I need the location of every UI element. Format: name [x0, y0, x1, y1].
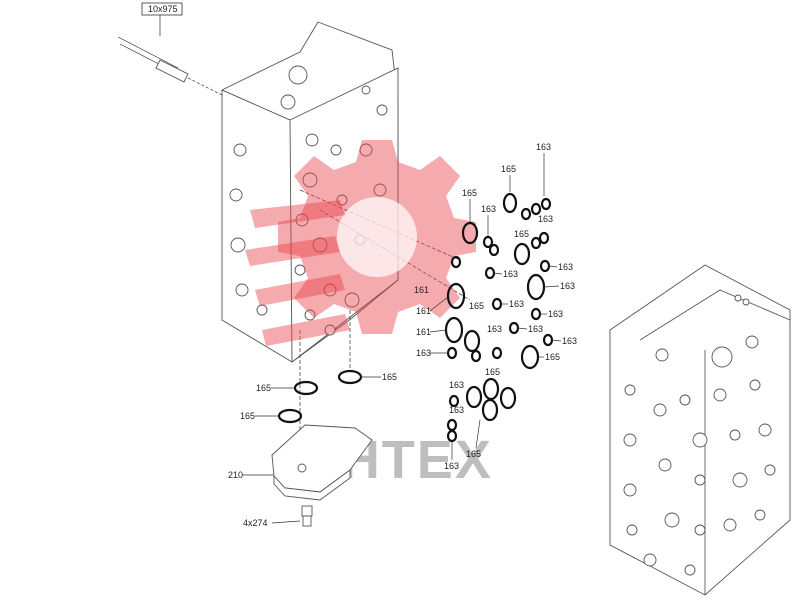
label-163: 163	[449, 405, 464, 415]
label-163: 163	[536, 142, 551, 152]
label-165: 165	[545, 352, 560, 362]
label-161: 161	[414, 285, 429, 295]
label-161: 161	[416, 306, 431, 316]
cover-plate	[271, 424, 373, 501]
label-bolt-top: 10x975	[141, 2, 183, 36]
label-165: 165	[240, 411, 255, 421]
label-165: 165	[466, 449, 481, 459]
callout-labels: 163 165 165 163 163 165 163 163 163 161 …	[228, 142, 577, 528]
label-165: 165	[462, 188, 477, 198]
label-plate: 210	[228, 470, 243, 480]
label-163: 163	[538, 214, 553, 224]
label-163: 163	[528, 324, 543, 334]
label-165: 165	[382, 372, 397, 382]
label-163: 163	[416, 348, 431, 358]
label-163: 163	[481, 204, 496, 214]
stud-bolt	[117, 36, 223, 96]
label-163: 163	[449, 380, 464, 390]
label-163: 163	[548, 309, 563, 319]
label-165: 165	[485, 367, 500, 377]
label-163: 163	[560, 281, 575, 291]
svg-text:10x975: 10x975	[148, 4, 178, 14]
label-165: 165	[469, 301, 484, 311]
screw	[301, 505, 313, 527]
label-163: 163	[509, 299, 524, 309]
label-163: 163	[444, 461, 459, 471]
label-163: 163	[562, 336, 577, 346]
label-163: 163	[487, 324, 502, 334]
label-165: 165	[514, 229, 529, 239]
valve-block-main	[221, 21, 399, 363]
label-161: 161	[416, 327, 431, 337]
label-163: 163	[503, 269, 518, 279]
label-165: 165	[501, 164, 516, 174]
label-165: 165	[256, 383, 271, 393]
label-screws: 4x274	[243, 518, 268, 528]
valve-block-secondary	[609, 264, 791, 596]
watermark-gear	[245, 140, 476, 346]
label-163: 163	[558, 262, 573, 272]
